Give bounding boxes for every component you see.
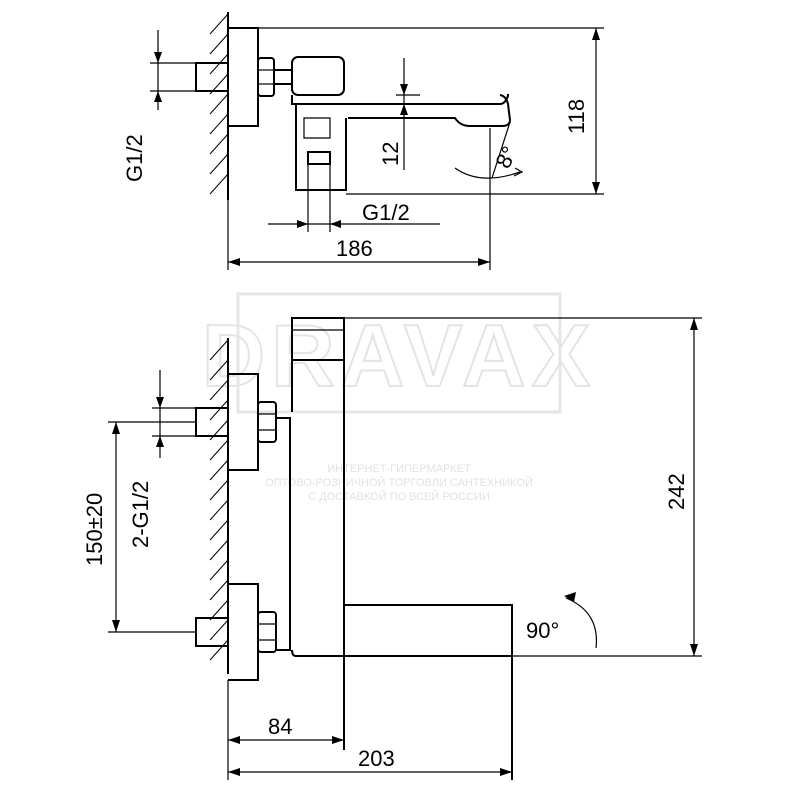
top-outlet [307,151,331,165]
top-offset-dimension: 12 [378,142,403,166]
top-handle [291,56,345,96]
front-inlet-dimension: 2-G1/2 [128,481,153,548]
front-rotation-label: 90° [526,618,559,643]
front-reach-dimension: 203 [358,746,395,771]
top-body [295,104,347,191]
watermark-line-2: ОПТОВО-РОЗНИЧНОЙ ТОРГОВЛИ САНТЕХНИКОЙ [265,476,533,489]
top-spout-upper [291,94,509,105]
front-view: 242 150±20 2-G1/2 90° 84 203 [82,317,702,780]
watermark: DRAVAX ИНТЕРНЕТ-ГИПЕРМАРКЕТ ОПТОВО-РОЗНИ… [201,292,597,503]
top-view: G1/2 118 12 8° G1/2 186 [122,12,604,270]
watermark-line-1: ИНТЕРНЕТ-ГИПЕРМАРКЕТ [327,463,471,475]
top-spout-lower [348,94,512,127]
top-thread-dimension: G1/2 [122,134,147,182]
front-depth-dimension: 84 [268,714,292,739]
front-connector-bar [276,417,291,651]
watermark-line-3: С ДОСТАВКОЙ ПО ВСЕЙ РОССИИ [308,490,490,503]
front-body [291,360,513,657]
front-rotation-arc [565,597,598,649]
top-height-dimension: 118 [564,99,589,134]
front-upper-nut [257,401,277,443]
front-lower-nut [257,611,277,653]
top-inlet-pipe [195,62,229,92]
front-wall-hatch [209,339,229,661]
front-spacing-dimension: 150±20 [82,493,107,566]
front-height-dimension: 242 [664,473,689,510]
front-lower-inlet-pipe [195,617,229,647]
top-nut [257,57,275,97]
top-angle-arc [454,167,521,179]
top-wall-hatch [209,13,229,195]
top-outlet-thread-dimension: G1/2 [362,200,410,225]
top-width-dimension: 186 [336,236,373,261]
front-lower-flange [228,583,259,681]
watermark-brand: DRAVAX [202,306,597,405]
front-upper-inlet-pipe [195,407,229,437]
top-flange [228,27,259,127]
